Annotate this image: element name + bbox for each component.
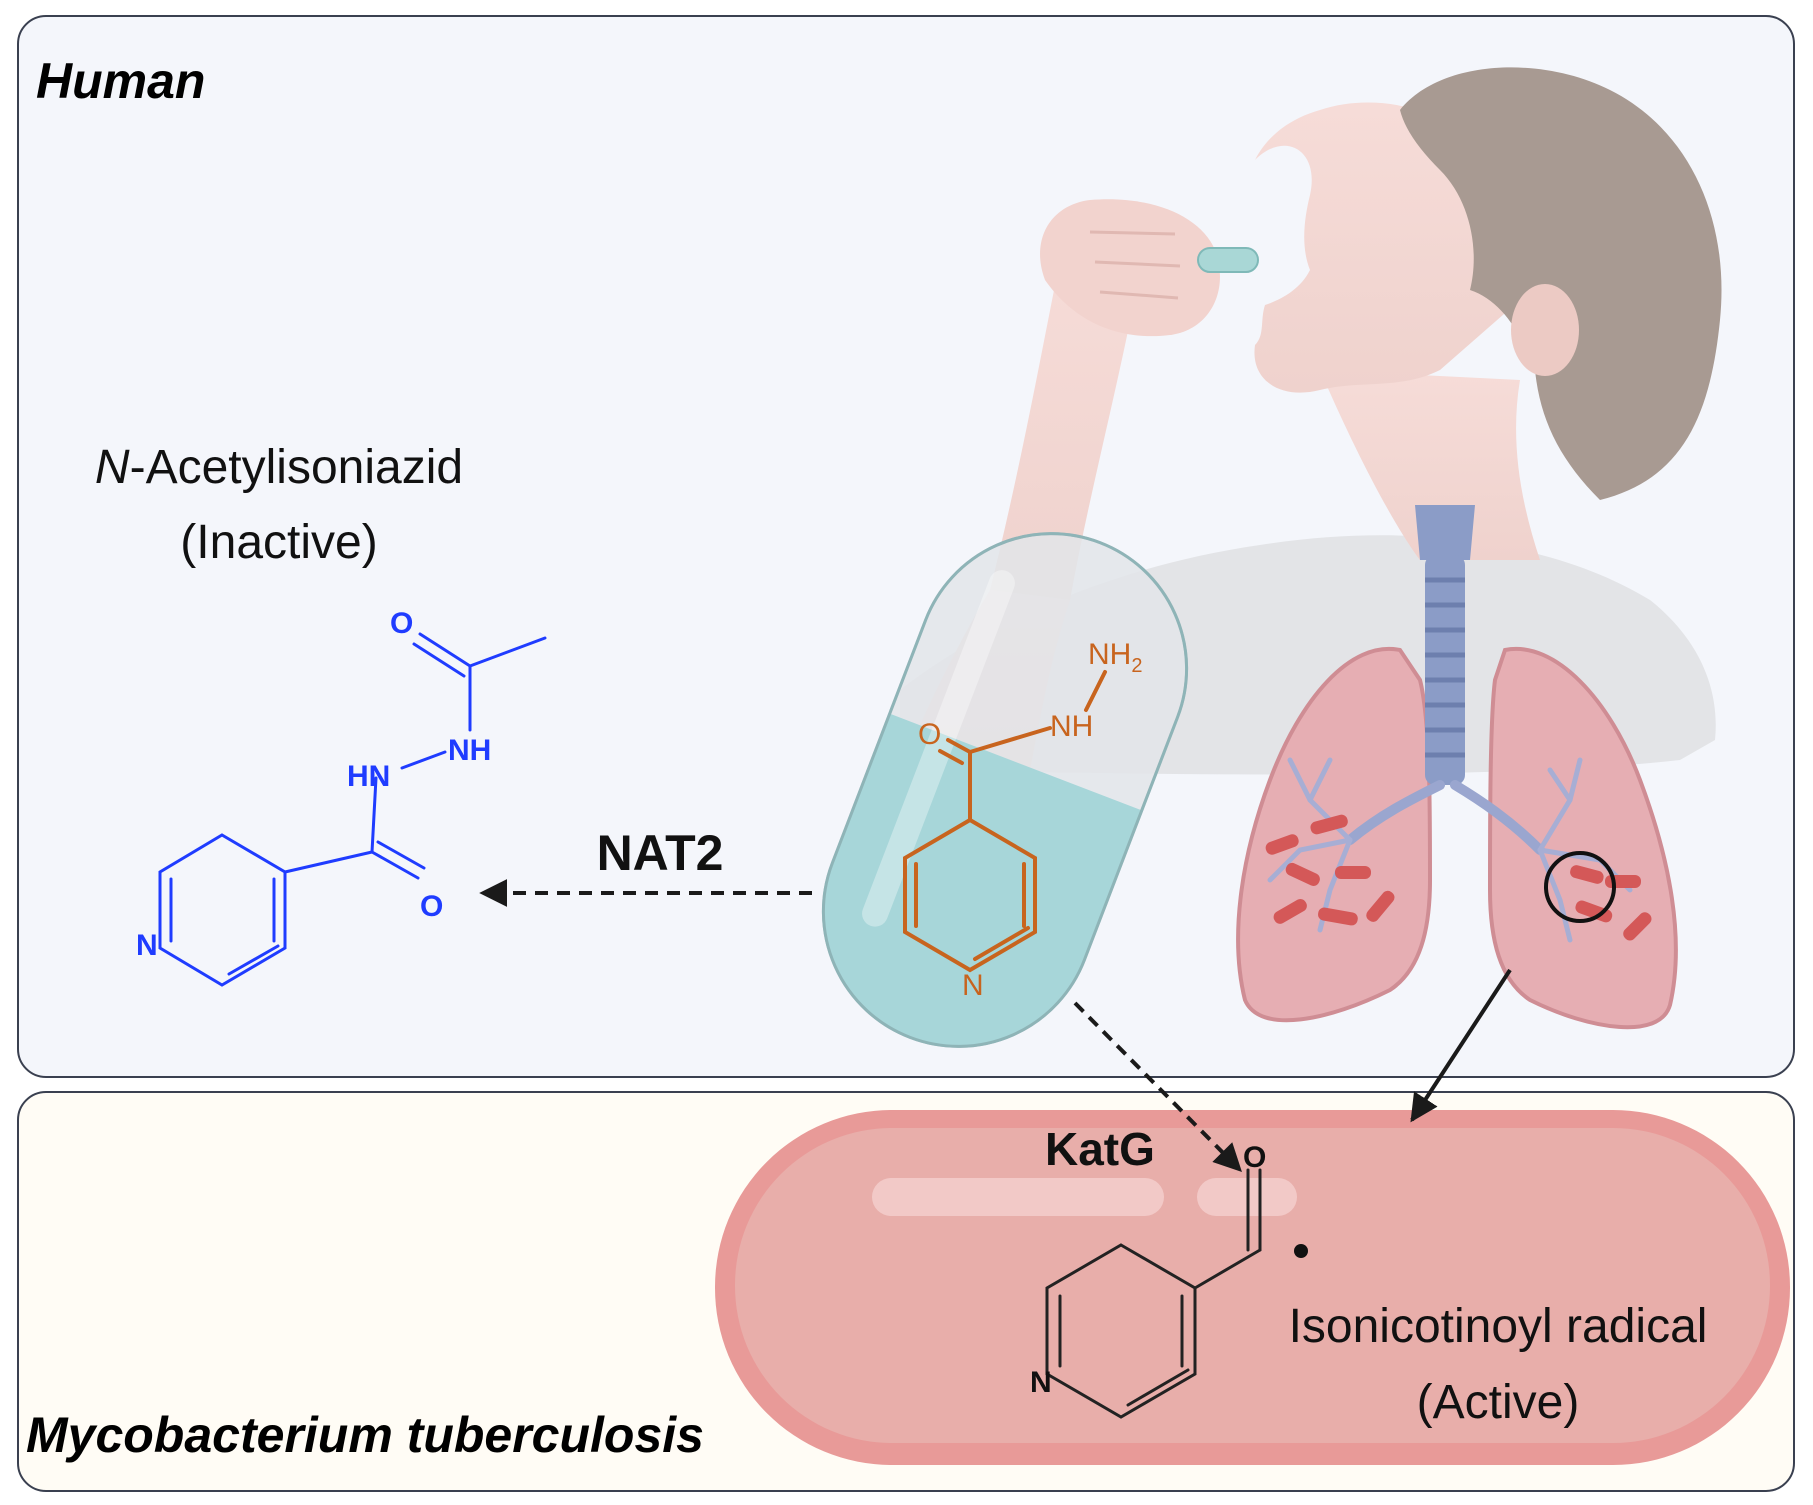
katg-label: KatG <box>1045 1123 1155 1175</box>
radical-dot <box>1294 1244 1308 1258</box>
drug-atom-o: O <box>918 718 941 751</box>
active-status: (Active) <box>1417 1376 1580 1429</box>
forearm <box>990 260 1140 600</box>
metabolite-atom-o2: O <box>420 890 443 923</box>
metabolite-atom-nh: NH <box>448 734 491 767</box>
ear <box>1511 284 1579 376</box>
trachea <box>1425 555 1465 785</box>
isonicotinoyl-radical-structure <box>1045 1168 1262 1419</box>
metabolite-atom-o1: O <box>390 607 413 640</box>
drug-atom-nh2: NH2 <box>1088 638 1142 677</box>
acetylisoniazid-structure <box>158 632 547 987</box>
metabolite-status: (Inactive) <box>180 516 377 569</box>
metabolite-name-rest: -Acetylisoniazid <box>130 441 463 494</box>
neck <box>1320 370 1540 560</box>
drug-atom-n: N <box>962 969 984 1002</box>
drug-atom-nh: NH <box>1050 710 1093 743</box>
active-name: Isonicotinoyl radical <box>1289 1300 1708 1353</box>
metabolite-name-italic: N <box>95 441 130 494</box>
right-lung <box>1236 646 1433 1023</box>
metabolite-atom-hn: HN <box>347 760 390 793</box>
hair <box>1400 67 1722 500</box>
human-panel-title: Human <box>36 53 205 109</box>
larynx <box>1415 505 1475 560</box>
bacterium-panel-title: Mycobacterium tuberculosis <box>26 1407 704 1463</box>
active-atom-o: O <box>1243 1141 1266 1174</box>
infection-highlight-circle <box>1544 851 1616 923</box>
drug-atom-nh2-main: NH <box>1088 638 1131 671</box>
isoniazid-structure <box>903 670 1107 973</box>
pill-icon <box>1197 247 1259 273</box>
lung-to-bacterium-arrow <box>1410 968 1512 1123</box>
metabolite-atom-n: N <box>136 929 158 962</box>
nat2-label: NAT2 <box>597 825 724 881</box>
lungs-illustration <box>1236 505 1678 1030</box>
bacterium-illustration <box>715 1110 1790 1465</box>
drug-atom-nh2-sub: 2 <box>1131 655 1142 677</box>
active-atom-n: N <box>1030 1366 1052 1399</box>
metabolite-name: N-Acetylisoniazid <box>95 441 463 494</box>
